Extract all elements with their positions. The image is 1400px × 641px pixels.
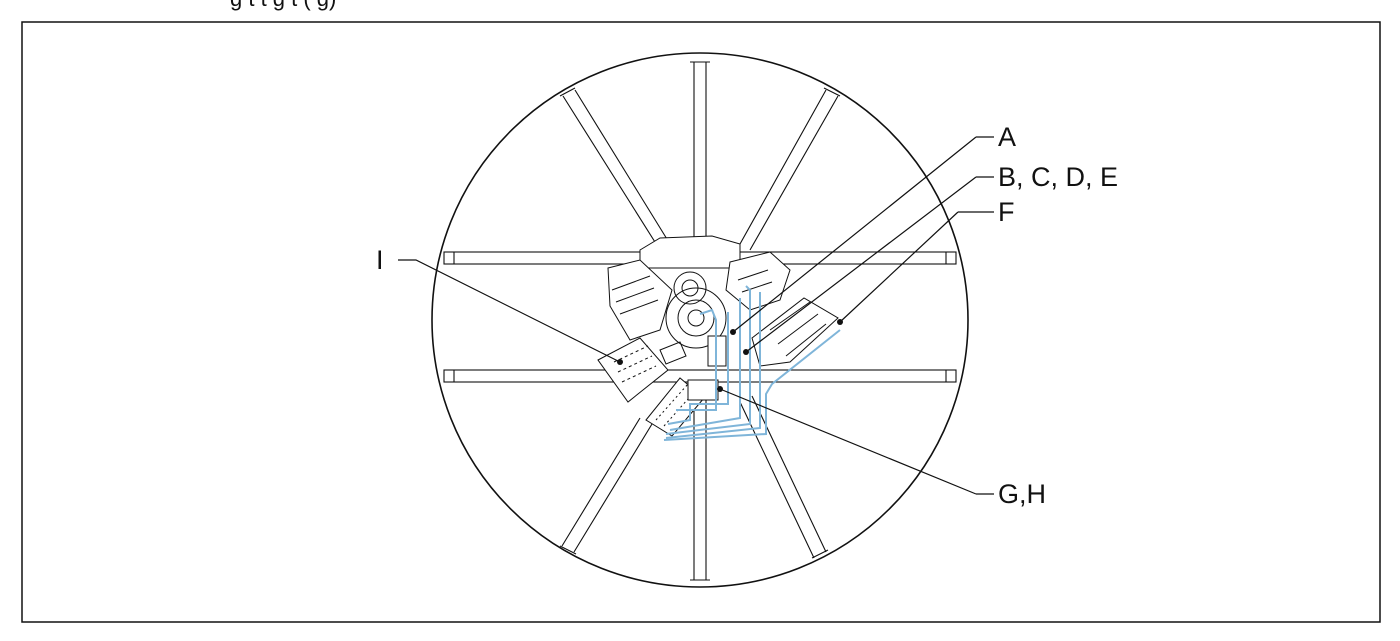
cable-routing <box>663 285 841 441</box>
spoke-upper-left <box>559 87 671 251</box>
callout-label-gh: G,H <box>998 479 1047 509</box>
cable-6 <box>663 329 841 441</box>
leader-lines <box>398 136 994 495</box>
cable-3 <box>669 298 741 431</box>
leader-bcde <box>745 176 994 353</box>
callout-label-i: I <box>376 245 384 275</box>
spokes <box>559 61 841 581</box>
cable-2 <box>667 312 729 425</box>
cable-1 <box>676 308 717 411</box>
leader-f <box>839 211 994 323</box>
diagram-frame <box>21 21 1381 623</box>
terminal-block <box>687 379 719 401</box>
cable-5 <box>665 292 761 439</box>
leader-i <box>398 259 621 363</box>
leader-gh <box>719 388 994 495</box>
callout-label-a: A <box>998 122 1017 152</box>
component-i-box <box>597 337 669 403</box>
clipped-header-text: g t t g t ( g) <box>230 0 336 12</box>
hub-plate <box>639 235 741 269</box>
left-arm <box>607 259 673 341</box>
leader-a <box>732 136 994 333</box>
main-disk <box>665 287 727 349</box>
spoke-top <box>690 61 710 248</box>
callout-label-f: F <box>998 197 1015 227</box>
cable-4 <box>665 285 751 435</box>
spoke-lower-left <box>559 417 653 555</box>
spoke-upper-right <box>739 87 841 251</box>
callout-label-bcde: B, C, D, E <box>998 162 1119 192</box>
central-assembly <box>597 235 839 437</box>
leader-dots <box>617 319 843 392</box>
upper-right-mechanism <box>725 251 791 311</box>
